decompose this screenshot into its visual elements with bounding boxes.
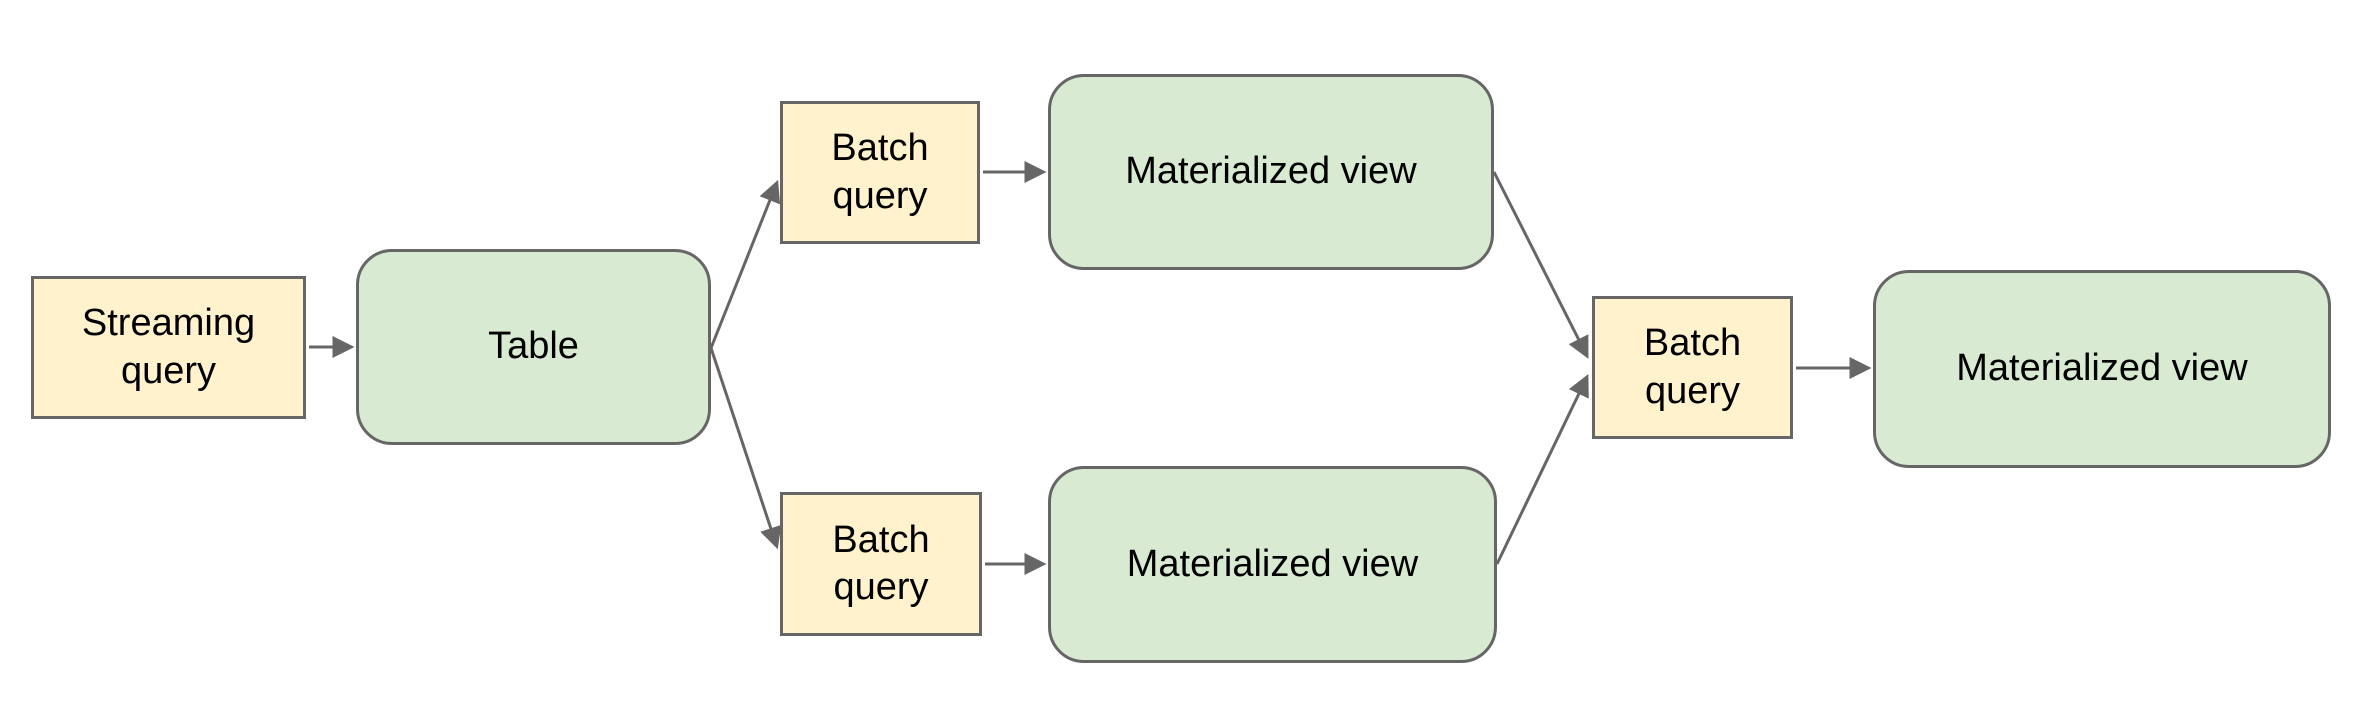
node-materialized-view-top-label: Materialized view bbox=[1125, 150, 1417, 193]
node-batch-query-top-label: Batch query bbox=[831, 127, 929, 217]
node-batch-query-bottom: Batch query bbox=[780, 492, 982, 636]
edge-table-to-batch-query-top bbox=[709, 179, 781, 349]
node-streaming-query: Streaming query bbox=[31, 276, 306, 419]
node-materialized-view-bottom: Materialized view bbox=[1048, 466, 1497, 663]
node-streaming-query-label: Streaming query bbox=[81, 302, 256, 392]
node-materialized-view-top: Materialized view bbox=[1048, 74, 1494, 270]
node-batch-query-bottom-label: Batch query bbox=[832, 518, 930, 609]
edge-table-to-batch-query-bottom bbox=[709, 347, 782, 550]
node-batch-query-top: Batch query bbox=[780, 101, 980, 244]
edge-materialized-view-bottom-to-batch-query-right bbox=[1495, 374, 1589, 565]
node-materialized-view-bottom-label: Materialized view bbox=[1126, 542, 1419, 585]
edge-materialized-view-top-to-batch-query-right bbox=[1492, 171, 1589, 359]
node-batch-query-right-label: Batch query bbox=[1643, 322, 1742, 412]
node-batch-query-right: Batch query bbox=[1592, 296, 1793, 439]
node-table-label: Table bbox=[488, 325, 579, 368]
node-materialized-view-right-label: Materialized view bbox=[1956, 347, 2248, 390]
node-table: Table bbox=[356, 249, 711, 445]
node-materialized-view-right: Materialized view bbox=[1873, 270, 2331, 468]
